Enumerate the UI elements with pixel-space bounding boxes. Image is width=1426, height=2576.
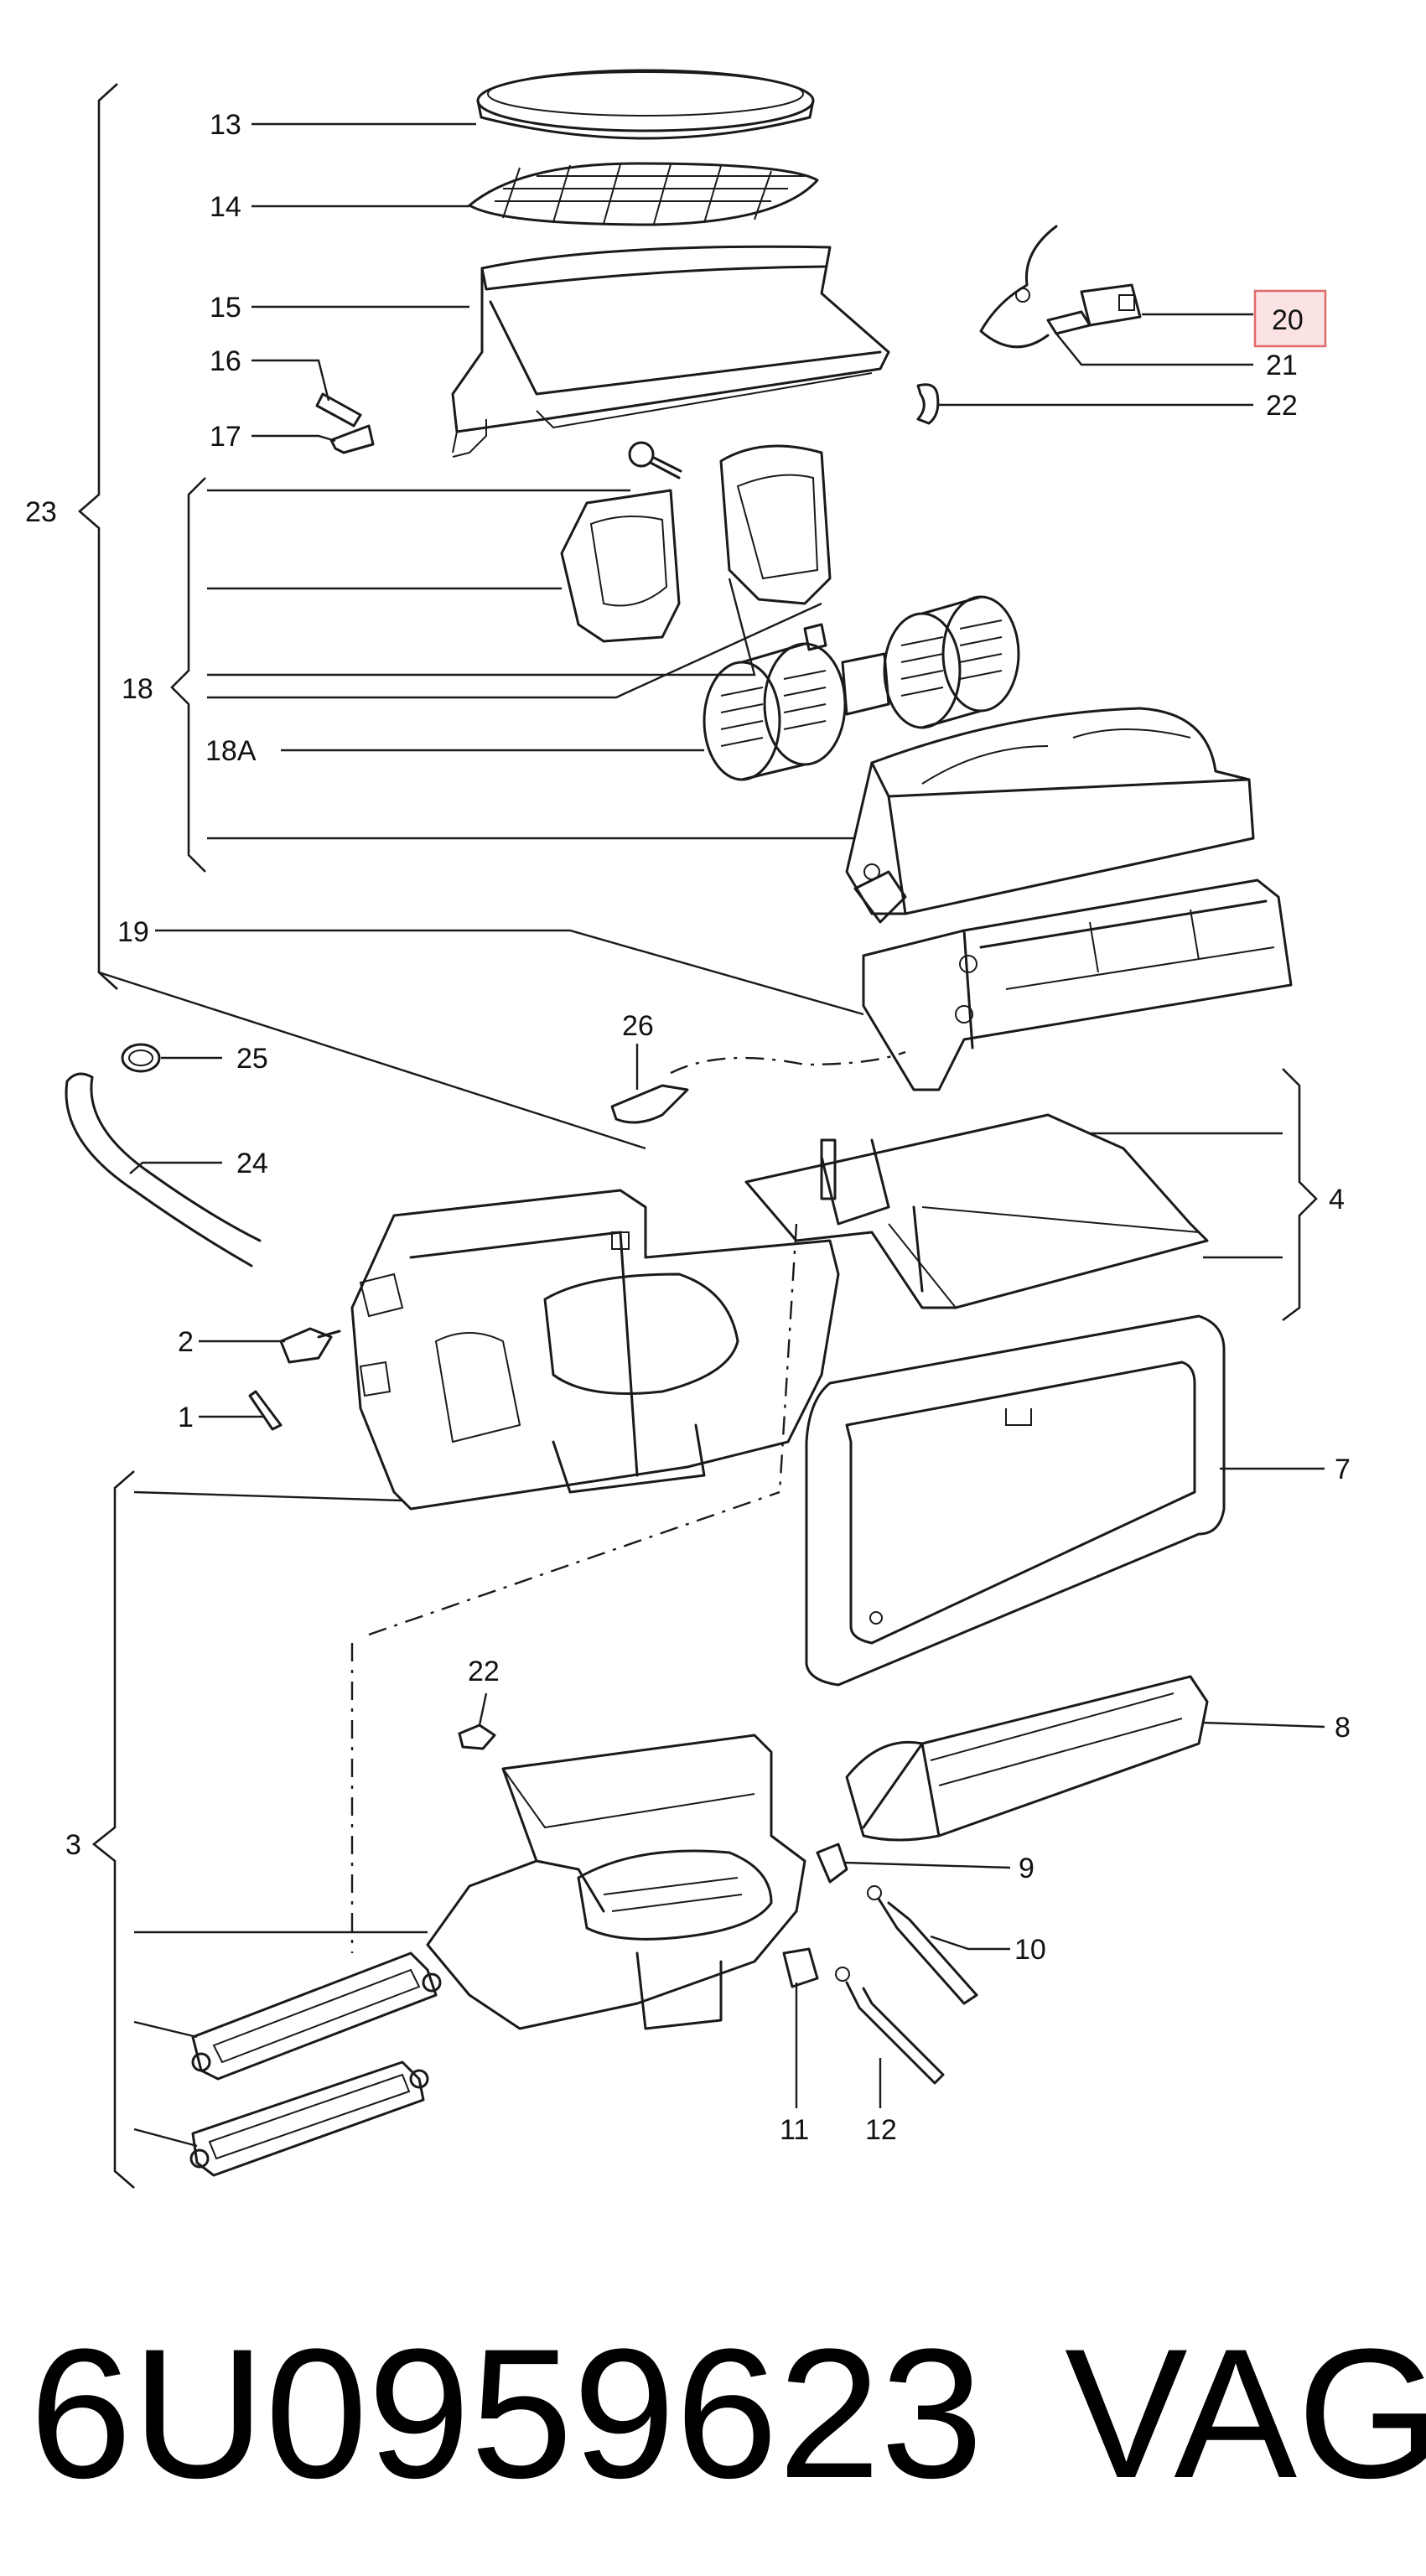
part-26-clip <box>610 1084 689 1124</box>
callout-8: 8 <box>1335 1712 1351 1744</box>
callout-21: 21 <box>1266 350 1298 381</box>
part-14-filter-mesh <box>468 162 819 226</box>
callout-20-highlight <box>1253 289 1327 348</box>
callout-labels: 13 14 15 16 17 18 18A 19 20 21 22 22 23 … <box>25 109 1351 2146</box>
callout-14: 14 <box>210 191 241 223</box>
part-18-screw <box>628 441 682 479</box>
dashed-guide-upper <box>368 1223 798 1636</box>
callout-11: 11 <box>780 2114 809 2146</box>
part-25-hose-clamp <box>121 1043 161 1073</box>
callout-26: 26 <box>622 1010 654 1042</box>
part-lower-flap-lower <box>189 2060 429 2177</box>
part-12-cable <box>835 1967 945 2085</box>
callout-9: 9 <box>1019 1853 1034 1884</box>
part-lower-flap-upper <box>191 1951 442 2081</box>
leader-lines <box>98 122 1325 2148</box>
bracket-18 <box>170 477 206 873</box>
callout-4: 4 <box>1329 1184 1345 1215</box>
part-21-wiring-harness <box>979 225 1058 349</box>
part-22-clip-upper <box>916 383 940 425</box>
part-18a-blower-motor <box>703 595 1020 781</box>
callout-25: 25 <box>236 1043 268 1075</box>
part-7-seal-frame <box>805 1314 1226 1687</box>
callout-17: 17 <box>210 421 241 453</box>
part-24-hose <box>65 1072 262 1267</box>
callout-7: 7 <box>1335 1454 1351 1485</box>
callout-18a: 18A <box>205 735 257 767</box>
callout-23: 23 <box>25 496 57 528</box>
dashed-guide-26 <box>670 1050 906 1075</box>
part-11-lever <box>782 1947 819 1988</box>
part-8-filter-element <box>845 1675 1209 1842</box>
part-15-intake-housing <box>451 245 890 458</box>
part-9-lever <box>816 1843 848 1884</box>
callout-16: 16 <box>210 345 241 377</box>
callout-3: 3 <box>65 1829 81 1861</box>
callout-19: 19 <box>117 916 149 948</box>
part-13-seal <box>476 69 815 140</box>
callout-10: 10 <box>1014 1934 1046 1966</box>
part-3-lower-housing <box>426 1734 806 2030</box>
part-19-blower-housing-lower <box>862 879 1293 1091</box>
callout-22-upper: 22 <box>1266 390 1298 422</box>
callout-18: 18 <box>122 673 153 705</box>
part-17-retainer <box>329 424 375 454</box>
part-20-resistor-connector <box>1046 283 1142 335</box>
callout-15: 15 <box>210 292 241 324</box>
callout-20: 20 <box>1272 304 1304 336</box>
part-blower-housing-upper <box>845 707 1255 924</box>
callout-22-lower: 22 <box>468 1656 500 1687</box>
part-4-flap-assembly <box>744 1113 1209 1309</box>
callout-13: 13 <box>210 109 241 141</box>
part-10-cable <box>867 1885 978 2005</box>
callout-1: 1 <box>178 1402 194 1433</box>
part-motor-bracket-left <box>560 489 681 643</box>
part-heater-box-main <box>350 1189 840 1511</box>
callout-2: 2 <box>178 1326 194 1358</box>
part-16-clip <box>315 392 362 428</box>
bracket-23 <box>78 83 118 990</box>
part-motor-bracket-right <box>719 444 832 605</box>
callout-24: 24 <box>236 1148 268 1179</box>
part-1-pin <box>248 1390 283 1431</box>
part-22-clip-lower <box>458 1723 496 1750</box>
bracket-3 <box>91 1470 135 2189</box>
callout-12: 12 <box>865 2114 897 2146</box>
brand-name: VAG <box>1065 2310 1426 2516</box>
part-2-actuator-screw <box>279 1327 341 1364</box>
part-number: 6U0959623 <box>29 2310 983 2516</box>
